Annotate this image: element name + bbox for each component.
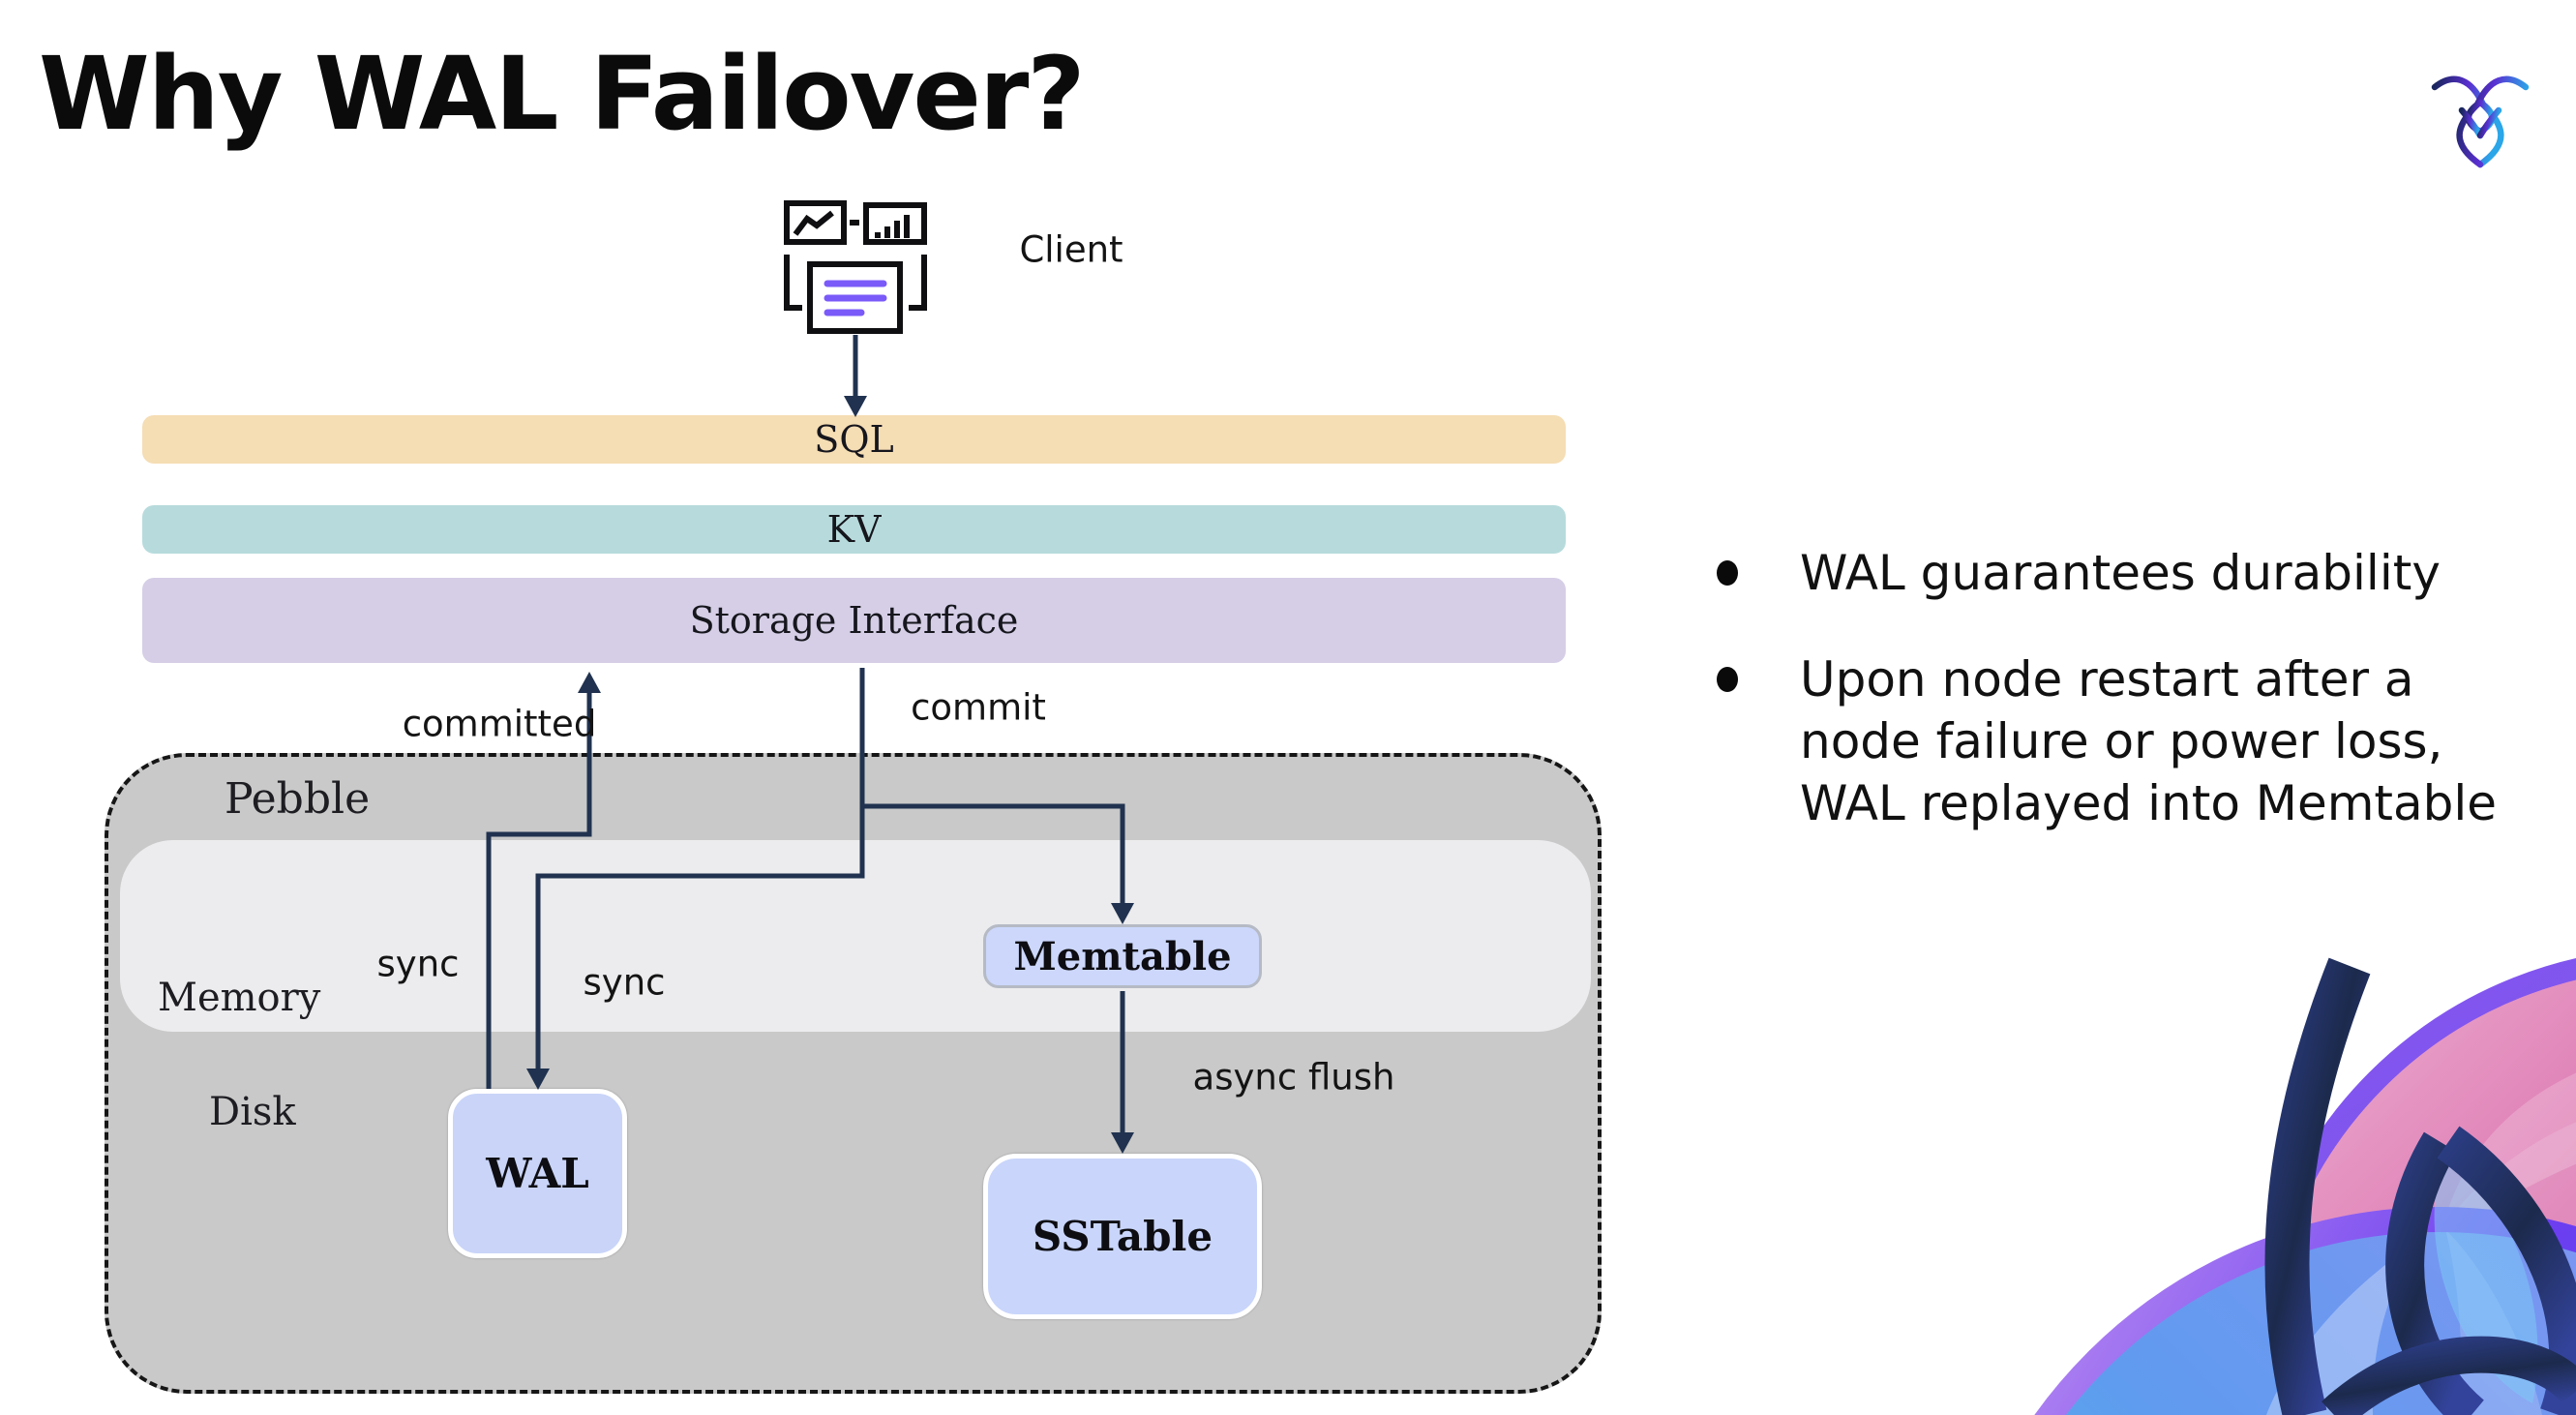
bullet-dot xyxy=(1717,667,1738,692)
disk-label: Disk xyxy=(209,1090,296,1134)
commit-to-wal-edge xyxy=(535,668,865,1069)
bullet-item: Upon node restart after a node failure o… xyxy=(1800,648,2497,834)
art-navy-curve xyxy=(2321,1336,2576,1415)
memtable-label: Memtable xyxy=(1013,933,1232,979)
bullet-line: node failure or power loss, xyxy=(1800,713,2443,769)
page-title: Why WAL Failover? xyxy=(39,35,1086,153)
art-navy-curve xyxy=(2264,957,2371,1415)
bullet-line: Upon node restart after a xyxy=(1800,651,2414,708)
sync-right-edge-label: sync xyxy=(583,961,666,1004)
layer-kv: KV xyxy=(142,505,1566,554)
memory-band xyxy=(120,840,1591,1032)
wal-node: WAL xyxy=(448,1089,627,1258)
arrowhead-into-sstable xyxy=(1111,1132,1134,1154)
layer-storage-label: Storage Interface xyxy=(689,599,1019,642)
layer-kv-label: KV xyxy=(826,508,882,551)
cockroachdb-logo-icon xyxy=(2431,75,2530,168)
art-navy-curve xyxy=(2385,1131,2485,1415)
layer-sql: SQL xyxy=(142,415,1566,464)
pebble-label: Pebble xyxy=(225,774,371,824)
sync-left-edge-label: sync xyxy=(376,943,460,985)
layer-storage-interface: Storage Interface xyxy=(142,578,1566,663)
arrowhead-into-wal xyxy=(526,1069,550,1090)
async-flush-edge-label: async flush xyxy=(1192,1056,1395,1099)
commit-edge-label: commit xyxy=(911,686,1046,729)
client-icon xyxy=(784,200,927,334)
committed-edge-label: committed xyxy=(402,703,597,745)
wal-label: WAL xyxy=(486,1150,589,1197)
committed-edge xyxy=(486,693,592,1089)
arrowhead-into-storage xyxy=(578,672,601,693)
memory-label: Memory xyxy=(158,976,321,1020)
arrowhead-into-memtable xyxy=(1111,903,1134,924)
bullet-line: WAL guarantees durability xyxy=(1800,545,2441,601)
sstable-label: SSTable xyxy=(1032,1213,1213,1260)
client-label: Client xyxy=(1019,228,1123,271)
brand-artwork xyxy=(2034,957,2576,1415)
sstable-node: SSTable xyxy=(983,1154,1262,1319)
bullet-item: WAL guarantees durability xyxy=(1800,542,2441,604)
layer-sql-label: SQL xyxy=(814,418,894,461)
commit-to-memtable-edge xyxy=(862,803,1125,903)
bullet-line: WAL replayed into Memtable xyxy=(1800,775,2498,831)
arrowhead-into-sql xyxy=(844,396,867,417)
memtable-node: Memtable xyxy=(983,924,1262,988)
bullet-dot xyxy=(1717,560,1738,586)
